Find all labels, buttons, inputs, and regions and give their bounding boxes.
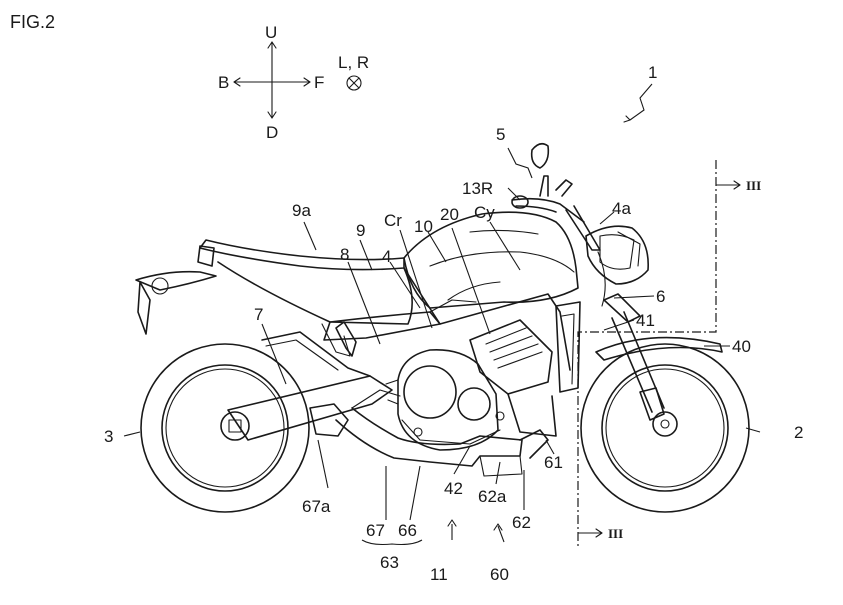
- label-9a: 9a: [292, 201, 311, 220]
- label-5: 5: [496, 125, 505, 144]
- compass-back-label: B: [218, 73, 229, 92]
- orientation-compass: U D B F L, R: [218, 23, 369, 142]
- leader-lines: [123, 83, 761, 546]
- swingarm: [227, 321, 393, 441]
- label-2: 2: [794, 423, 803, 442]
- label-40: 40: [732, 337, 751, 356]
- exhaust-system: [309, 389, 549, 477]
- compass-up-label: U: [265, 23, 277, 42]
- into-page-symbol: [346, 75, 362, 91]
- front-wheel: [580, 343, 750, 513]
- section-mark-top: III: [746, 178, 761, 193]
- rear-wheel: [140, 343, 310, 513]
- label-13r: 13R: [462, 179, 493, 198]
- label-61: 61: [544, 453, 563, 472]
- label-60: 60: [490, 565, 509, 584]
- label-67a: 67a: [302, 497, 331, 516]
- label-62: 62: [512, 513, 531, 532]
- label-3: 3: [104, 427, 113, 446]
- section-line-iii: III III: [577, 160, 761, 548]
- label-11: 11: [430, 565, 448, 584]
- label-cr: Cr: [384, 211, 402, 230]
- front-assembly: [511, 142, 665, 421]
- label-9: 9: [356, 221, 365, 240]
- label-62a: 62a: [478, 487, 507, 506]
- label-4a: 4a: [612, 199, 631, 218]
- label-67: 67: [366, 521, 385, 540]
- front-fender: [595, 336, 723, 361]
- compass-lr-label: L, R: [338, 53, 369, 72]
- label-6: 6: [656, 287, 665, 306]
- label-41: 41: [636, 311, 655, 330]
- label-66: 66: [398, 521, 417, 540]
- figure-title: FIG.2: [10, 12, 55, 32]
- seat-and-tail: [135, 239, 413, 335]
- label-4: 4: [382, 247, 391, 266]
- label-20: 20: [440, 205, 459, 224]
- label-10: 10: [414, 217, 433, 236]
- frame: [321, 267, 581, 393]
- label-7: 7: [254, 305, 263, 324]
- compass-front-label: F: [314, 73, 324, 92]
- label-8: 8: [340, 245, 349, 264]
- label-1: 1: [648, 63, 657, 82]
- section-mark-bottom: III: [608, 526, 623, 541]
- label-63: 63: [380, 553, 399, 572]
- label-cy: Cy: [474, 203, 495, 222]
- label-42: 42: [444, 479, 463, 498]
- engine: [385, 319, 557, 451]
- compass-down-label: D: [266, 123, 278, 142]
